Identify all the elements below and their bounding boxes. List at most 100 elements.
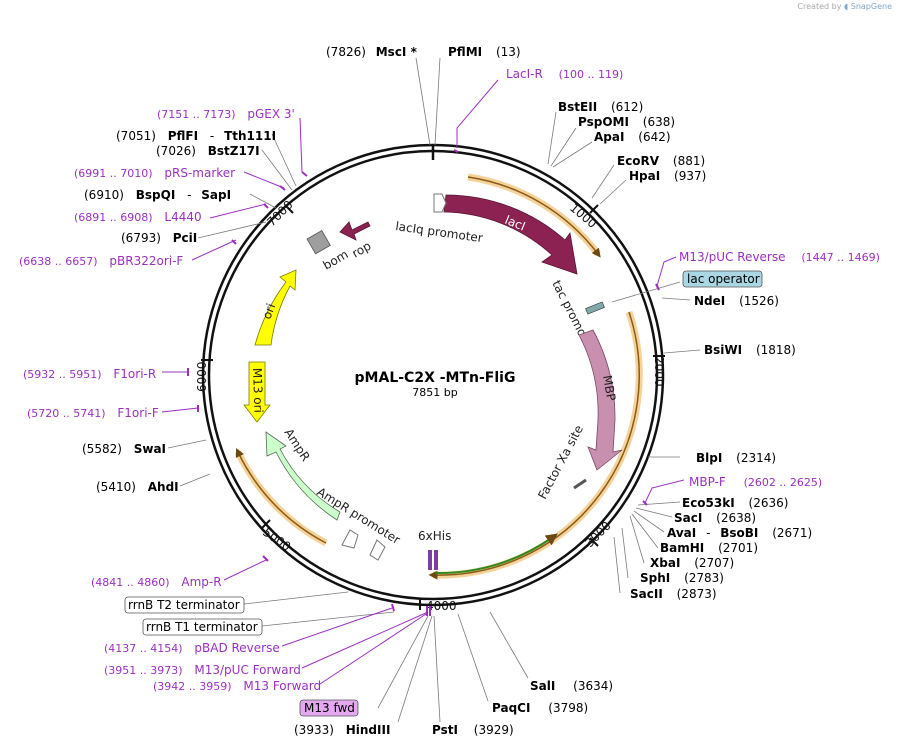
site-ahdi-coord: (5410)	[96, 480, 136, 494]
leader-apai	[552, 141, 593, 168]
tick-label-2000: 2000	[652, 356, 666, 387]
primer-leader-pbr322ori-f	[191, 239, 237, 261]
site-saci-coord: (2638)	[716, 511, 756, 525]
lac-operator-box	[682, 270, 763, 288]
site-labels: (7826) MscI * PflMI (13) BstEII (612) Ps…	[82, 45, 812, 737]
feature-m13ori-label: M13 ori	[250, 368, 266, 414]
leader-lac-operator	[611, 281, 681, 303]
feature-ampr-label: AmpR	[281, 426, 312, 464]
primer-m13-fwd-range: (3942 .. 3959)	[153, 680, 232, 693]
m13fwd-box	[299, 699, 359, 717]
primer-mark-pbr322ori-f	[231, 239, 237, 245]
site-hindiii: (3933) HindIII	[294, 723, 390, 737]
primer-mark-l4440	[263, 203, 269, 209]
primer-leader-l4440	[209, 203, 267, 219]
feature-factor-xa-label: Factor Xa site	[535, 423, 586, 502]
primer-leaders	[161, 79, 685, 685]
tick-3000	[589, 537, 599, 547]
feature-6xhis-marker-a	[428, 550, 432, 570]
primer-mark-mbp-f	[642, 500, 648, 506]
leader-psti	[433, 615, 441, 723]
site-pflfi: (7051) PflFI - Tth111I	[116, 129, 276, 143]
site-hindiii-name: HindIII	[346, 723, 391, 737]
primer-f1ori-f-range: (5720 .. 5741)	[27, 407, 106, 420]
plasmid-name: pMAL-C2X -MTn-FliG	[355, 370, 516, 386]
site-avai-name2: BsoBI	[720, 526, 758, 540]
snapgene-logo-icon: ◖	[843, 2, 849, 11]
feature-ampr-promoter-arrow	[341, 529, 359, 549]
site-bspqi-name: BspQI	[136, 188, 176, 202]
site-msci-coord: (7826)	[326, 45, 366, 59]
feature-6xhis-marker-b	[434, 550, 438, 570]
feature-ori-label: ori	[260, 302, 278, 321]
site-sacii: SacII (2873)	[630, 587, 717, 601]
primer-prs-marker-name: pRS-marker	[164, 166, 235, 180]
leader-sali	[489, 611, 529, 679]
leader-msci	[415, 57, 431, 146]
leader-bsiwi	[663, 349, 701, 354]
site-hpai-name: HpaI	[629, 169, 660, 183]
site-bspqi: (6910) BspQI - SapI	[84, 188, 231, 202]
site-bsiwi-coord: (1818)	[756, 343, 796, 357]
primer-pbr322ori-f-range: (6638 .. 6657)	[19, 255, 98, 268]
boxed-features: lac operator rrnB T2 terminator rrnB T1 …	[124, 270, 763, 717]
site-blpi-name: BlpI	[696, 451, 722, 465]
primer-m13puc-rev-name: M13/pUC Reverse	[679, 250, 786, 264]
primer-marks	[187, 149, 660, 616]
primer-leader-f1ori-f	[161, 407, 199, 413]
site-pspomi: PspOMI (638)	[578, 115, 675, 129]
leader-eco53ki	[637, 501, 681, 506]
site-pflfi-coord: (7051)	[116, 129, 156, 143]
leader-hindiii	[397, 615, 433, 723]
primer-leader-pbad-rev	[281, 607, 393, 647]
leader-xbai	[629, 515, 645, 564]
site-xbai-coord: (2707)	[694, 556, 734, 570]
primer-m13puc-rev: M13/pUC Reverse (1447 .. 1469)	[679, 250, 880, 264]
leader-pspomi	[550, 127, 577, 167]
site-bamhi: BamHI (2701)	[660, 541, 758, 555]
orf-arc-ampr-line	[235, 447, 327, 544]
orf-arc-laci-line	[467, 176, 601, 258]
tick-1000	[589, 204, 599, 214]
primer-m13puc-fwd: (3951 .. 3973) M13/pUC Forward	[104, 663, 301, 677]
primer-leader-amp-r	[223, 559, 267, 581]
leader-m13fwd	[377, 615, 429, 709]
site-bsiwi: BsiWI (1818)	[704, 343, 796, 357]
site-bstz17i-name: BstZ17I	[208, 144, 260, 158]
primer-amp-r: (4841 .. 4860) Amp-R	[91, 575, 222, 589]
site-pcii-name: PciI	[173, 231, 198, 245]
feature-ampr-promoter-label: AmpR promoter	[314, 485, 402, 547]
primer-leader-m13-fwd	[319, 613, 427, 685]
rrnb-t1-box	[142, 618, 263, 636]
orf-arc-mbp-line	[428, 311, 640, 580]
primer-pbad-rev-range: (4137 .. 4154)	[104, 642, 183, 655]
primer-amp-r-name: Amp-R	[181, 575, 221, 589]
site-ahdi-name: AhdI	[148, 480, 179, 494]
leader-bstz17i	[261, 149, 293, 191]
leader-sphi	[621, 527, 629, 579]
site-psti-coord: (3929)	[474, 723, 514, 737]
site-psti: PstI (3929)	[432, 723, 514, 737]
rrnb-t2-box	[124, 596, 245, 614]
site-ecorv-name: EcoRV	[617, 154, 660, 168]
leader-avai	[633, 510, 665, 533]
site-pcii: (6793) PciI	[121, 231, 197, 245]
site-paqci-name: PaqCI	[492, 701, 530, 715]
site-bstz17i-coord: (7026)	[156, 144, 196, 158]
feature-ori	[254, 269, 297, 346]
site-pflfi-name2: Tth111I	[224, 129, 276, 143]
site-pcii-coord: (6793)	[121, 231, 161, 245]
feature-laciq-promoter-label: lacIq promoter	[395, 219, 484, 245]
leader-bamhi	[631, 513, 659, 549]
primer-l4440: (6891 .. 6908) L4440	[74, 210, 202, 224]
site-bspqi-name2: SapI	[201, 188, 231, 202]
site-avai-name: AvaI	[667, 526, 696, 540]
feature-laciq-promoter-arrow	[433, 193, 447, 213]
site-bspqi-sep: -	[187, 188, 191, 202]
primer-mbp-f: MBP-F (2602 .. 2625)	[689, 475, 822, 489]
site-pspomi-coord: (638)	[643, 115, 675, 129]
site-apai-coord: (642)	[638, 130, 670, 144]
primer-m13puc-fwd-range: (3951 .. 3973)	[104, 664, 183, 677]
site-sphi-coord: (2783)	[684, 571, 724, 585]
